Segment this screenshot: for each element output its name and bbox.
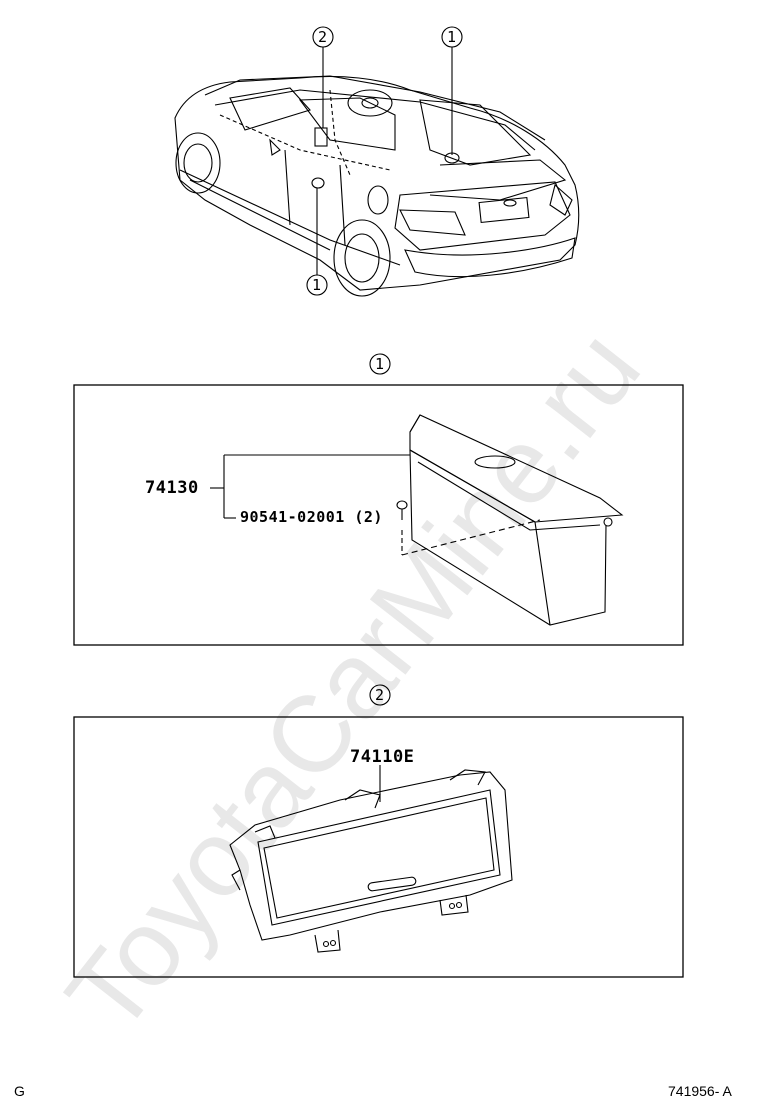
part-number-74110E: 74110E — [350, 747, 415, 767]
section1-frame — [73, 384, 684, 646]
footer-left: G — [14, 1083, 25, 1099]
car-illustration — [174, 26, 580, 297]
storage-tray-drawing — [210, 414, 624, 626]
callout-car-1-bottom: 1 — [312, 276, 322, 294]
footer-right: 741956- A — [668, 1083, 732, 1099]
part-number-74130: 74130 — [145, 478, 199, 498]
callout-car-1-right: 1 — [447, 28, 457, 46]
part-number-90541: 90541-02001 (2) — [240, 508, 383, 526]
section1-marker: 1 — [375, 355, 385, 373]
section2-marker: 2 — [375, 686, 385, 704]
callout-car-2: 2 — [318, 28, 328, 46]
meter-cluster-drawing — [229, 765, 513, 953]
section2-frame — [73, 716, 684, 978]
